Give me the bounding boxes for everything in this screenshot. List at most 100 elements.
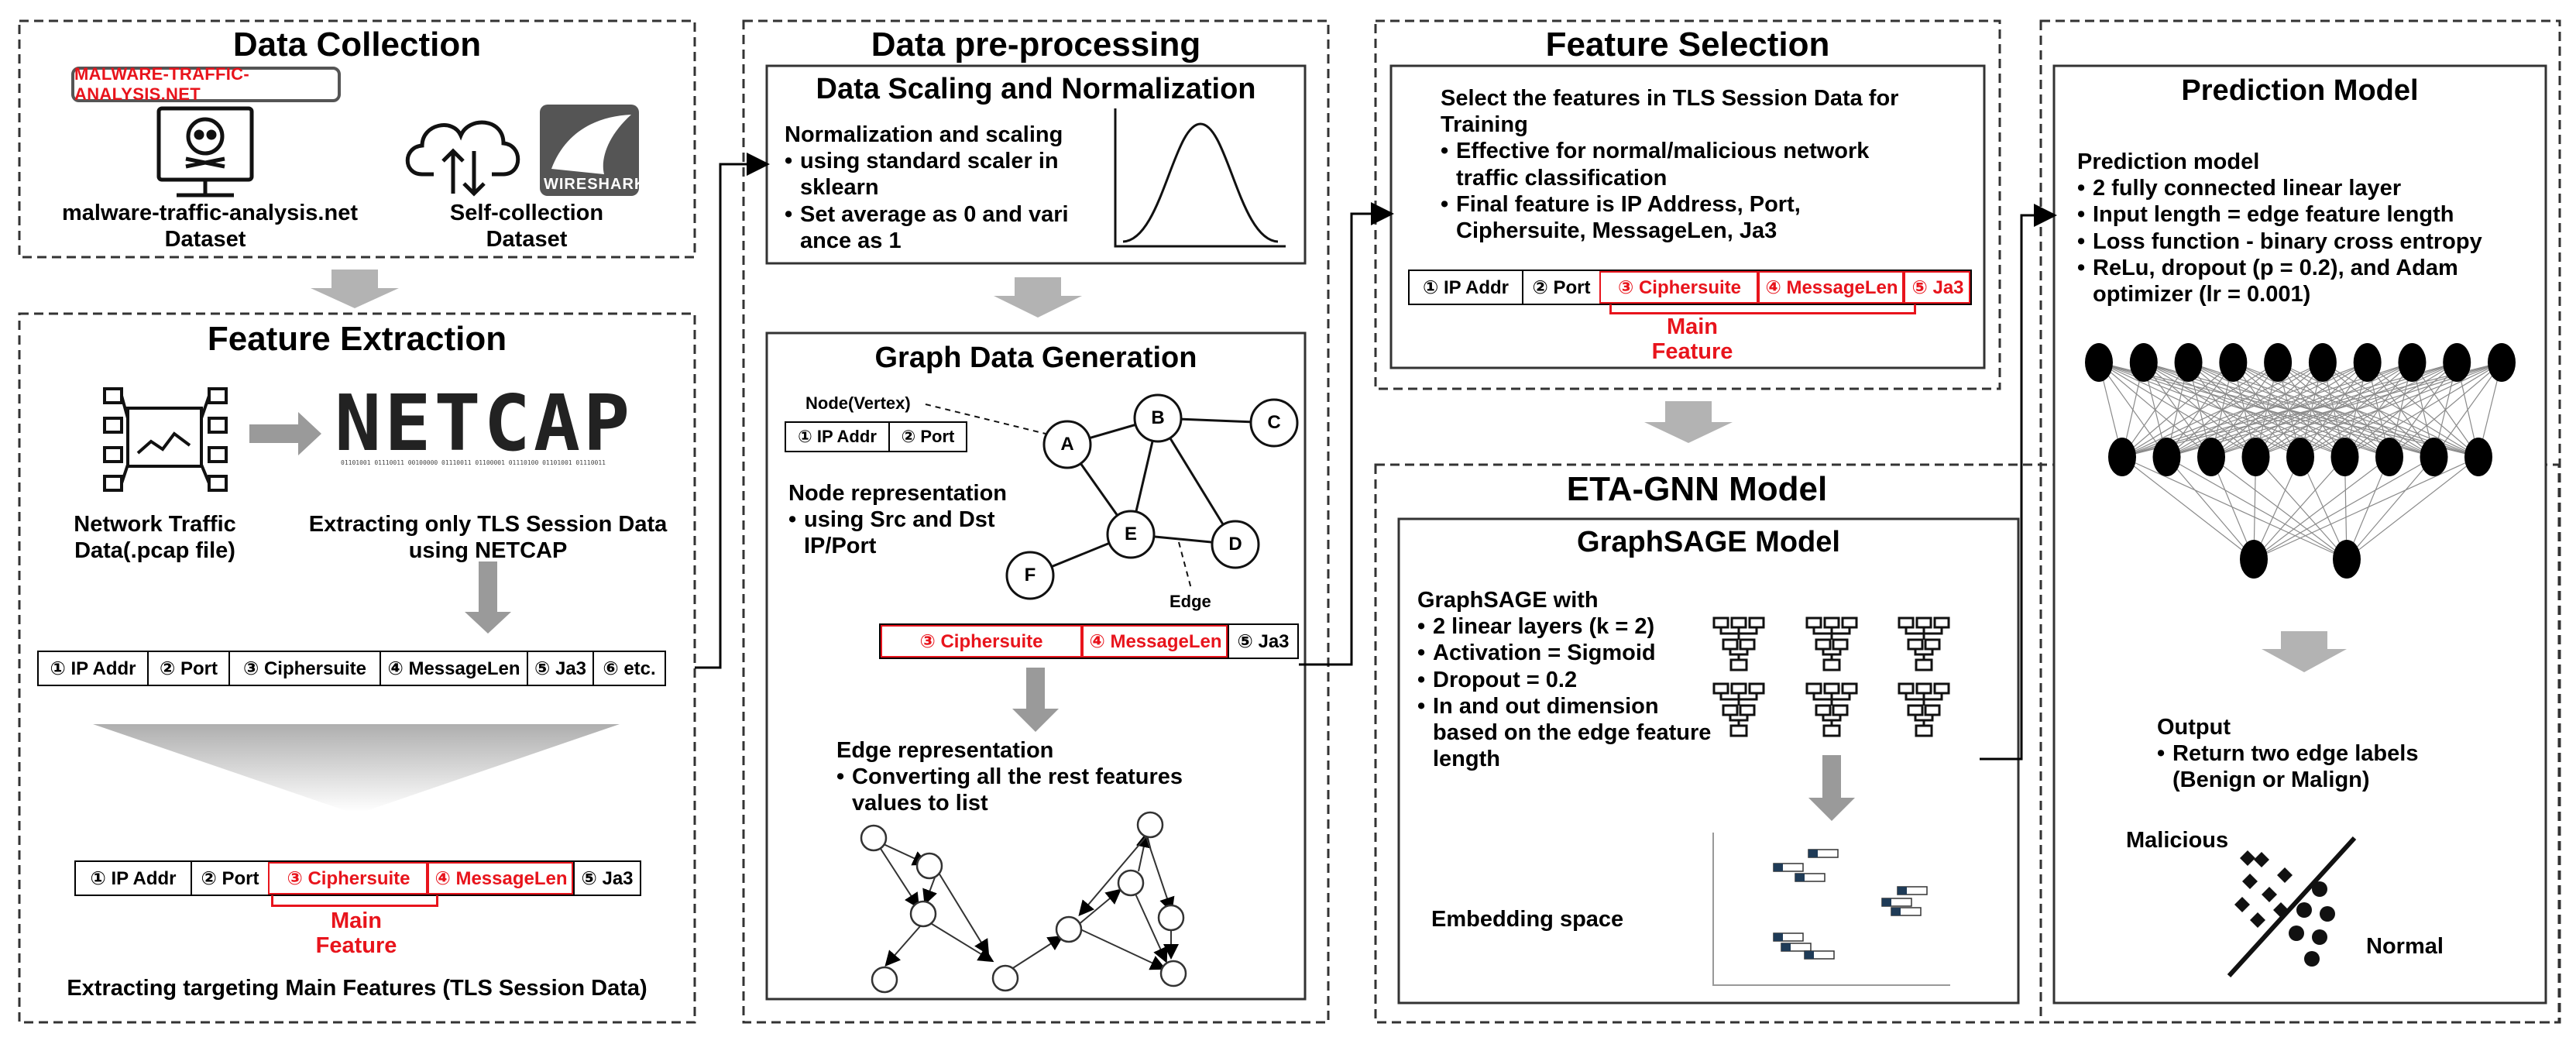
extract-label-line1: Extracting only TLS Session Data [308,512,668,537]
nn-connection [2300,456,2348,560]
edge-feature-row: ③ Ciphersuite ④ MessageLen ⑤ Ja3 [879,623,1299,659]
nn-connection [2121,362,2190,458]
nn-neuron [2197,438,2225,476]
nn-connection [2433,362,2502,458]
nn-connection [2121,362,2234,458]
prediction-bullet: 2 fully connected linear layer [2077,175,2534,201]
main-feature-bracket-selection [1609,304,1916,314]
connector-preprocessing-to-selection [1299,202,1394,666]
nn-connection [2344,362,2502,458]
preprocessing-frame [742,19,1330,1024]
graph-node-A [1042,420,1092,469]
nn-neuron [2308,343,2337,382]
down-arrow-collection [311,270,399,308]
malware-site-badge[interactable]: MALWARE-TRAFFIC-ANALYSIS.NET [71,64,341,104]
feature-cell-main: ③ Ciphersuite [268,862,428,895]
feature-cell: ⑤ Ja3 [573,862,640,895]
wireshark-logo [540,105,639,196]
node-label-B: B [1151,407,1165,428]
edge-graph [874,832,1179,973]
graph-node-B [1133,393,1183,443]
scaling-title: Data Scaling and Normalization [816,73,1256,105]
node-rep-bullet: using Src and Dst IP/Port [788,507,1067,559]
node-rep-heading: Node representation [788,481,1007,506]
output-heading: Output [2157,715,2231,740]
nn-neuron [2219,343,2248,382]
nn-connection [2346,456,2390,560]
prediction-heading: Prediction model [2077,149,2260,174]
nn-neuron [2085,343,2113,382]
feature-cell: ① IP Addr [1423,276,1509,298]
scaling-bullets: Normalization and scaling using standard… [785,122,1110,254]
main-feature-label-selection-line1: Main [1666,314,1719,339]
nn-neuron [2129,343,2158,382]
feature-selection-bullet: Effective for normal/malicious network t… [1441,138,1921,191]
main-feature-label-selection-line2: Feature [1651,339,1733,364]
output-text: Output Return two edge labels (Benign or… [2157,714,2482,794]
eta-gnn-title: ETA-GNN Model [1566,470,1828,508]
connector-gnn-to-prediction [1980,204,2057,761]
nn-connection [2121,456,2255,560]
nn-neuron [2108,438,2136,476]
feature-selection-bullet: Final feature is IP Address, Port, Ciphe… [1441,191,1921,244]
node-representation: Node representation using Src and Dst IP… [788,480,1067,560]
feature-cell: ① IP Addr [50,658,136,679]
feature-cell: ① IP Addr [90,867,177,889]
preprocessing-title: Data pre-processing [871,26,1201,64]
nn-connection [2255,456,2348,560]
nn-neuron [2398,343,2427,382]
source1-line1: malware-traffic-analysis.net [62,201,358,225]
feature-extraction-frame [18,312,696,1024]
connector-extraction-to-preprocessing [695,153,770,669]
nn-connection [2346,456,2479,560]
graphsage-title: GraphSAGE Model [1577,526,1840,558]
wireshark-logo-text: WIRESHARK [544,176,647,193]
nn-neuron [2353,343,2382,382]
prediction-frame-outer [2039,19,2561,1024]
graphsage-bullet: In and out dimension based on the edge f… [1417,693,1712,773]
nn-connection [2121,362,2324,458]
nn-neuron [2330,438,2359,476]
feature-cell: ⑥ etc. [592,652,665,685]
nn-connection [2210,456,2255,560]
graph-node-D [1211,520,1260,569]
extract-label-line2: using NETCAP [408,538,568,563]
feature-cell: ⑤ Ja3 [527,652,592,685]
nn-neuron [2375,438,2403,476]
edge-graph-nodes [860,811,1187,994]
right-arrow-pcap [249,412,321,455]
main-feature-label-extraction-line2: Feature [315,933,397,958]
fade-funnel [93,724,620,812]
nn-connection [2389,362,2502,458]
nn-connection [2166,456,2255,560]
edge-label: Edge [1170,592,1211,611]
prediction-text: Prediction model 2 fully connected linea… [2077,149,2534,307]
edge-representation: Edge representation Converting all the r… [836,737,1216,817]
nn-neuron [2488,343,2516,382]
nn-neuron [2152,438,2181,476]
feature-cell: ② Port [1522,271,1599,304]
feature-cell: ② Port [888,423,966,451]
feature-cell-main: ④ MessageLen [1082,625,1228,658]
source1-line2: Dataset [164,227,246,252]
graph-generation-title: Graph Data Generation [874,342,1197,374]
nn-neuron [2174,343,2203,382]
graphsage-bullet: 2 linear layers (k = 2) [1417,613,1712,640]
network-traffic-icon [103,387,228,492]
scaling-bullet: using standard scaler in sklearn [785,148,1110,201]
feature-cell-main: ③ Ciphersuite [881,625,1082,658]
graph-node-C [1249,398,1299,448]
nn-connection [2121,362,2502,458]
nn-connection [2121,362,2279,458]
nn-connection [2253,456,2301,560]
graphsage-bullet: Activation = Sigmoid [1417,640,1712,666]
node-label-D: D [1228,534,1242,555]
nn-connection [2121,362,2458,458]
down-arrow-edge [1012,668,1059,732]
graphsage-bullet: Dropout = 0.2 [1417,667,1712,693]
feature-cell: ② Port [191,862,268,895]
down-arrow-selection [1644,401,1733,443]
down-arrow-scaling [994,277,1082,318]
output-bullet: Return two edge labels (Benign or Malign… [2157,740,2482,793]
graphsage-text: GraphSAGE with 2 linear layers (k = 2) A… [1417,587,1712,773]
